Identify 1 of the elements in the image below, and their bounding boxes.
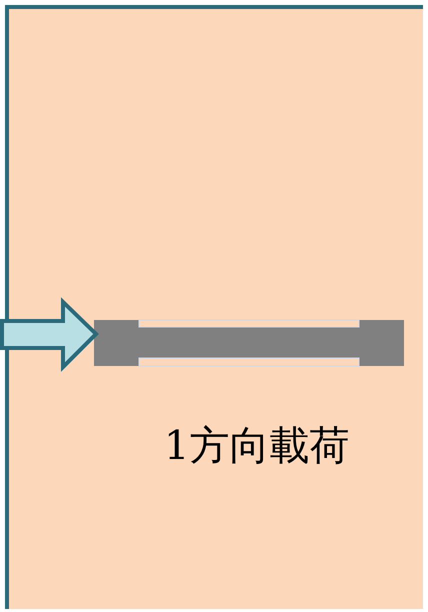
caption-text: 1方向載荷 xyxy=(164,424,350,468)
